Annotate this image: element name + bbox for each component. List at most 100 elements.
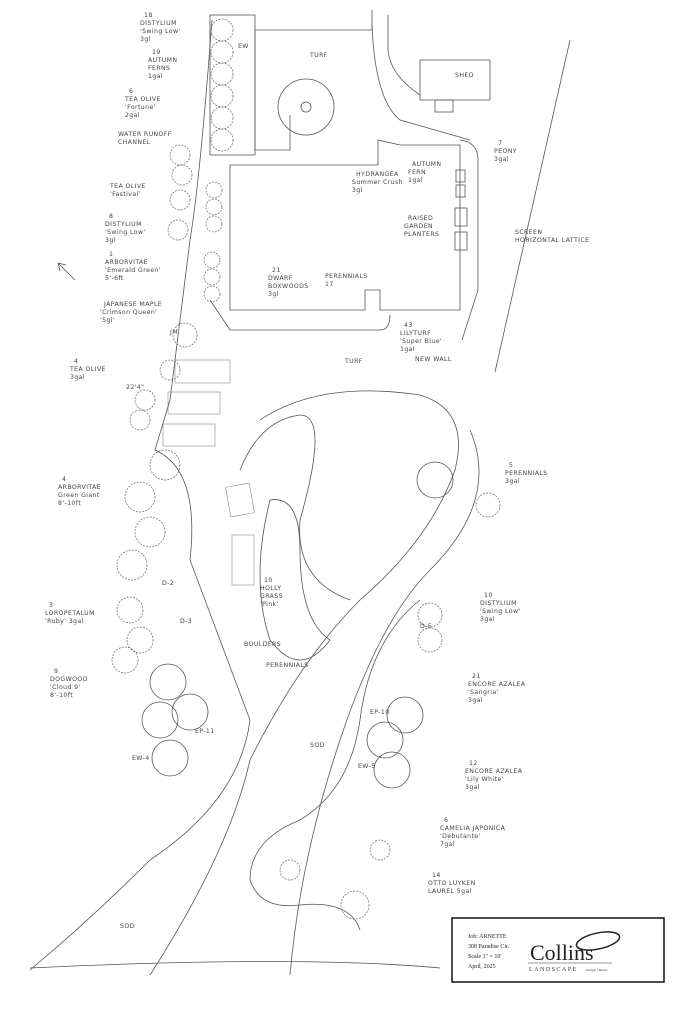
label-line: 21 [472,673,481,680]
label-line: 'Sangria' [468,689,499,696]
label-line: EP-10 [370,709,390,716]
label-line: 7 [498,140,502,147]
label-line: 8 [109,213,113,220]
label-line: 19 [152,49,161,56]
label-line: RAISED [408,215,433,222]
label-line: D-2 [162,580,174,587]
label-line: 22'4" [126,384,144,391]
label-line: 'Swing Low' [480,608,521,615]
label-line: HOLLY [260,585,281,592]
label-line: PLANTERS [404,231,439,238]
label-line: 'Crimson Queen' [100,309,157,316]
label-line: AUTUMN [412,161,441,168]
label-line: WATER RUNOFF [118,131,172,138]
label-line: SOD [120,923,135,930]
label-line: EW [238,43,249,50]
logo-landscape: LANDSCAPE [529,967,578,973]
label-line: 3gl [140,36,151,43]
label-line: PERENNIALS [325,273,368,280]
label-line: 12 [469,760,478,767]
label-line: ENCORE AZALEA [465,768,523,775]
label-line: PEONY [494,148,517,155]
label-line: 'Pink' [260,601,279,608]
label-line: 10 [484,592,493,599]
label-line: LOROPETALUM [45,610,95,617]
label-line: HORIZONTAL LATTICE [515,237,589,244]
label-line: LAUREL 5gal [428,888,472,895]
label-line: TEA OLIVE [109,183,146,190]
label-line: SHED [455,72,474,79]
logo-swoosh-icon [575,931,621,951]
label-line: 1gal [148,73,163,80]
label-line: FERNS [148,65,170,72]
label-line: EW-5 [358,763,376,770]
label-line: ENCORE AZALEA [468,681,526,688]
label-line: 3gal [505,478,520,485]
label-line: 3gal [480,616,495,623]
label-line: 18 [144,12,153,19]
label-new-wall: NEW WALL [415,356,452,363]
label-line: 'Lily White' [465,776,504,783]
label-line: 7gal [440,841,455,848]
label-line: 14 [432,872,441,879]
label-line: 'Emerald Green' [105,267,161,274]
label-line: Summer Crush [352,179,403,186]
label-line: 3gal [494,156,509,163]
label-line: 10 [264,577,273,584]
label-line: DISTYLIUM [105,221,142,228]
label-line: 1gal [408,177,423,184]
label-line: 'Fortune' [125,104,156,111]
label-turf-bottom: TURF [344,358,363,365]
label-line: 21 [272,267,281,274]
label-line: NEW WALL [415,356,452,363]
label-line: AUTUMN [148,57,177,64]
label-line: D-5 [420,623,432,630]
label-line: HYDRANGEA [356,171,399,178]
label-japanese-maple: JAPANESE MAPLE'Crimson Queen''5gl' [100,301,162,324]
label-line: 'Debutante' [440,833,481,840]
label-line: Green Giant [58,492,100,499]
label-code-ew: EW [238,43,249,50]
label-line: 6 [129,88,133,95]
job-address: 308 Paradise Cir. [468,944,510,950]
label-line: SCREEN [515,229,542,236]
label-line: 3gal [468,697,483,704]
label-line: PERENNIALS [505,470,548,477]
label-line: TEA OLIVE [124,96,161,103]
label-code-d2: D-2 [162,580,174,587]
label-line: 5'-6ft [105,275,124,282]
label-line: 'Swing Low' [140,28,181,35]
label-line: DWARF [268,275,293,282]
label-line: 'Cloud 9' [50,684,81,691]
label-line: OTTO LUYKEN [428,880,476,887]
label-line: 9 [54,668,58,675]
job-scale: Scale 1" = 10' [468,954,501,960]
label-line: EW-4 [132,755,150,762]
label-line: TEA OLIVE [69,366,106,373]
label-code-ep11: EP-11 [195,728,215,735]
label-line: 1 [109,251,113,258]
label-line: EP-11 [195,728,215,735]
label-line: LILYTURF [400,330,431,337]
label-line: FERN [408,169,426,176]
label-code-ew4: EW-4 [132,755,150,762]
label-line: ARBORVITAE [105,259,148,266]
sketch-lines [29,10,571,976]
label-line: 8'-10ft [50,692,73,699]
label-line: BOULDERS [244,641,281,648]
label-line: SOD [310,742,325,749]
